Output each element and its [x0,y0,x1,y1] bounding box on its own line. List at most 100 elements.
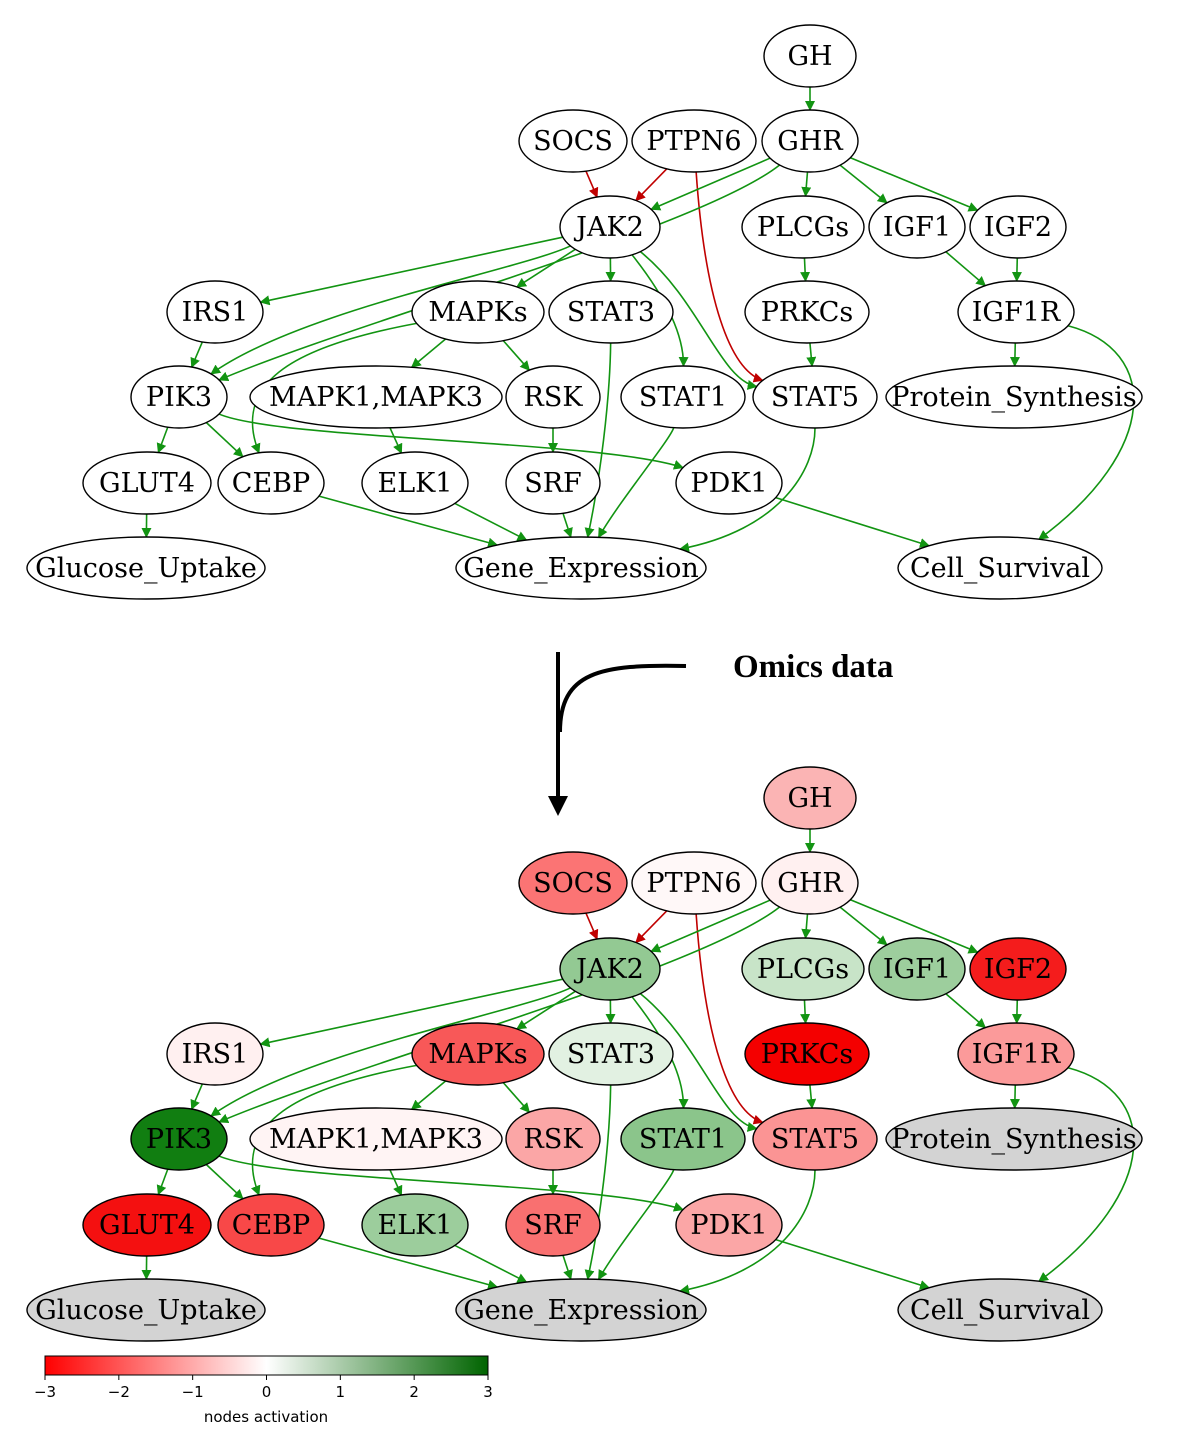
edge-igf2-to-igf1r [1017,1000,1018,1023]
node-stat5: STAT5 [753,1108,877,1170]
node-igf1r: IGF1R [958,281,1074,343]
node-label: IRS1 [182,297,249,328]
colorbar-tick-label: 0 [262,1383,272,1401]
node-label: RSK [524,1124,584,1155]
edge-socs-to-jak2 [586,171,597,197]
node-label: GH [787,783,832,814]
colorbar-tick-label: 3 [483,1383,493,1401]
node-label: Gene_Expression [463,553,699,584]
edge-stat1-to-gene_expression [599,428,674,538]
node-cebp: CEBP [218,452,324,514]
node-label: ELK1 [378,468,453,499]
node-label: ELK1 [378,1210,453,1241]
node-irs1: IRS1 [167,281,263,343]
node-jak2: JAK2 [560,938,660,1000]
edge-pdk1-to-cell_survival [776,498,929,546]
node-plcgs: PLCGs [742,196,864,258]
omics-arrow-head [548,796,568,816]
edge-igf1r-to-cell_survival [1039,326,1134,540]
node-gene-expression: Gene_Expression [456,1279,706,1341]
node-label: PTPN6 [646,126,741,157]
edge-igf1-to-igf1r [946,252,985,286]
node-cell-survival: Cell_Survival [898,1279,1102,1341]
node-mapks: MAPKs [412,1023,544,1085]
node-label: PIK3 [146,382,212,413]
node-prkcs: PRKCs [745,281,869,343]
node-protein-synthesis: Protein_Synthesis [886,366,1142,428]
node-igf1: IGF1 [869,196,965,258]
node-plcgs: PLCGs [742,938,864,1000]
node-rsk: RSK [506,1108,600,1170]
node-label: Protein_Synthesis [891,1124,1136,1155]
edge-pik3-to-cebp [206,423,243,457]
node-protein-synthesis: Protein_Synthesis [886,1108,1142,1170]
node-label: IGF2 [984,954,1052,985]
edge-mapk1mapk3-to-elk1 [390,428,401,453]
node-label: GH [787,41,832,72]
node-label: GHR [777,868,843,899]
node-ptpn6: PTPN6 [632,852,756,914]
node-label: Glucose_Uptake [35,1295,257,1326]
node-rsk: RSK [506,366,600,428]
omics-arrow-branch [560,666,686,732]
node-igf2: IGF2 [970,196,1066,258]
colorbar-tick-label: −1 [182,1383,204,1401]
node-glut4: GLUT4 [83,452,211,514]
node-stat5: STAT5 [753,366,877,428]
colorbar-tick-label: −3 [34,1383,56,1401]
edge-stat3-to-gene_expression [588,1085,611,1279]
edge-irs1-to-pik3 [192,342,203,367]
edge-pik3-to-cebp [206,1165,243,1199]
edge-pik3-to-glut4 [158,1169,167,1194]
node-label: PIK3 [146,1124,212,1155]
node-socs: SOCS [519,852,627,914]
node-label: SOCS [533,126,613,157]
edge-mapk1mapk3-to-elk1 [390,1170,401,1195]
node-label: PDK1 [690,468,767,499]
node-label: STAT5 [771,382,859,413]
node-stat3: STAT3 [549,1023,673,1085]
node-glucose-uptake: Glucose_Uptake [27,537,265,599]
edge-igf1r-to-protein_synthesis [1015,343,1016,366]
node-pik3: PIK3 [131,1108,227,1170]
node-label: CEBP [232,1210,310,1241]
node-label: SRF [524,1210,582,1241]
colorbar-tick-label: −2 [108,1383,130,1401]
edge-mapks-to-rsk [503,1083,529,1113]
edge-ghr-to-igf1 [840,165,887,203]
node-cell-survival: Cell_Survival [898,537,1102,599]
node-label: IRS1 [182,1039,249,1070]
node-label: Gene_Expression [463,1295,699,1326]
node-label: IGF1R [972,297,1061,328]
edge-socs-to-jak2 [586,913,597,939]
node-label: MAPKs [428,1039,527,1070]
node-label: RSK [524,382,584,413]
node-label: PLCGs [757,212,849,243]
edge-pdk1-to-cell_survival [776,1240,929,1288]
node-gene-expression: Gene_Expression [456,537,706,599]
node-pik3: PIK3 [131,366,227,428]
node-label: JAK2 [573,954,644,985]
node-label: GLUT4 [99,1210,195,1241]
node-mapk1mapk3: MAPK1,MAPK3 [250,1108,502,1170]
edge-igf1-to-igf1r [946,994,985,1028]
node-irs1: IRS1 [167,1023,263,1085]
node-label: MAPK1,MAPK3 [269,1124,483,1155]
node-label: PRKCs [761,1039,853,1070]
node-pdk1: PDK1 [676,452,782,514]
node-label: Glucose_Uptake [35,553,257,584]
edge-ptpn6-to-stat5 [696,172,763,380]
node-label: IGF1 [883,212,951,243]
edge-ghr-to-pik3 [219,165,780,380]
edge-mapks-to-mapk1mapk3 [412,1081,446,1109]
node-label: GHR [777,126,843,157]
edge-ghr-to-plcgs [806,914,808,938]
node-label: SOCS [533,868,613,899]
node-elk1: ELK1 [362,452,468,514]
node-label: IGF1 [883,954,951,985]
